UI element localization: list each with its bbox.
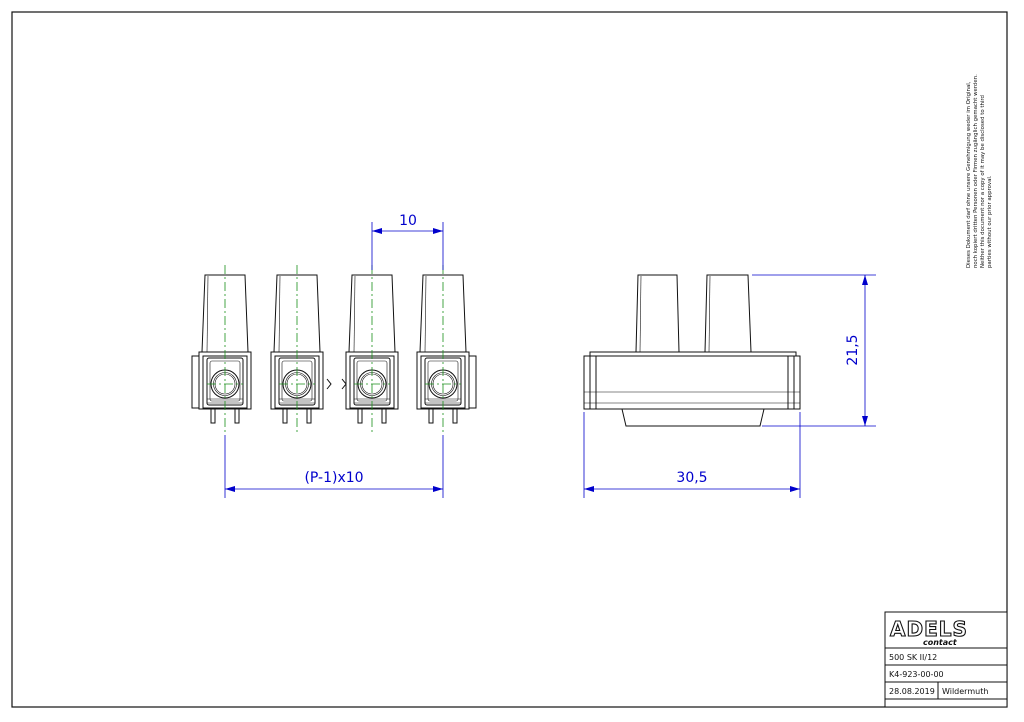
pole-1: [198, 274, 252, 424]
dimensions: 10 (P-1)x10 30,5 21,5: [224, 213, 876, 498]
company-logo: ADELS: [890, 617, 968, 641]
drawing-author: Wildermuth: [942, 687, 988, 696]
break-symbol: [326, 378, 347, 390]
note-line-3: Neither this document nor a copy of it m…: [980, 95, 986, 268]
note-line-1: Dieses Dokument darf ohne unsere Genehmi…: [966, 81, 972, 268]
title-block: ADELS contact 500 SK II/12 K4-923-00-00 …: [884, 611, 1008, 708]
note-line-4: parties without our prior approval.: [987, 175, 993, 268]
sheet-border: [11, 11, 1008, 708]
dim-width: 30,5: [676, 470, 707, 486]
pole-3: [345, 274, 399, 424]
drawing-number: K4-923-00-00: [889, 670, 944, 679]
dim-pitch: 10: [399, 213, 417, 229]
centerlines: [207, 265, 461, 435]
product-name: 500 SK II/12: [889, 653, 937, 662]
drawing-date: 28.08.2019: [889, 687, 935, 696]
confidentiality-note: Dieses Dokument darf ohne unsere Genehmi…: [966, 74, 993, 268]
note-line-2: noch kopiert dritten Personen oder Firme…: [973, 74, 979, 268]
pole-4: [416, 274, 470, 424]
front-view: [191, 265, 477, 435]
side-view: [583, 274, 801, 427]
pole-2: [270, 274, 324, 424]
dim-height: 21,5: [845, 334, 861, 365]
dim-span: (P-1)x10: [304, 470, 363, 486]
company-logo-sub: contact: [923, 638, 958, 647]
